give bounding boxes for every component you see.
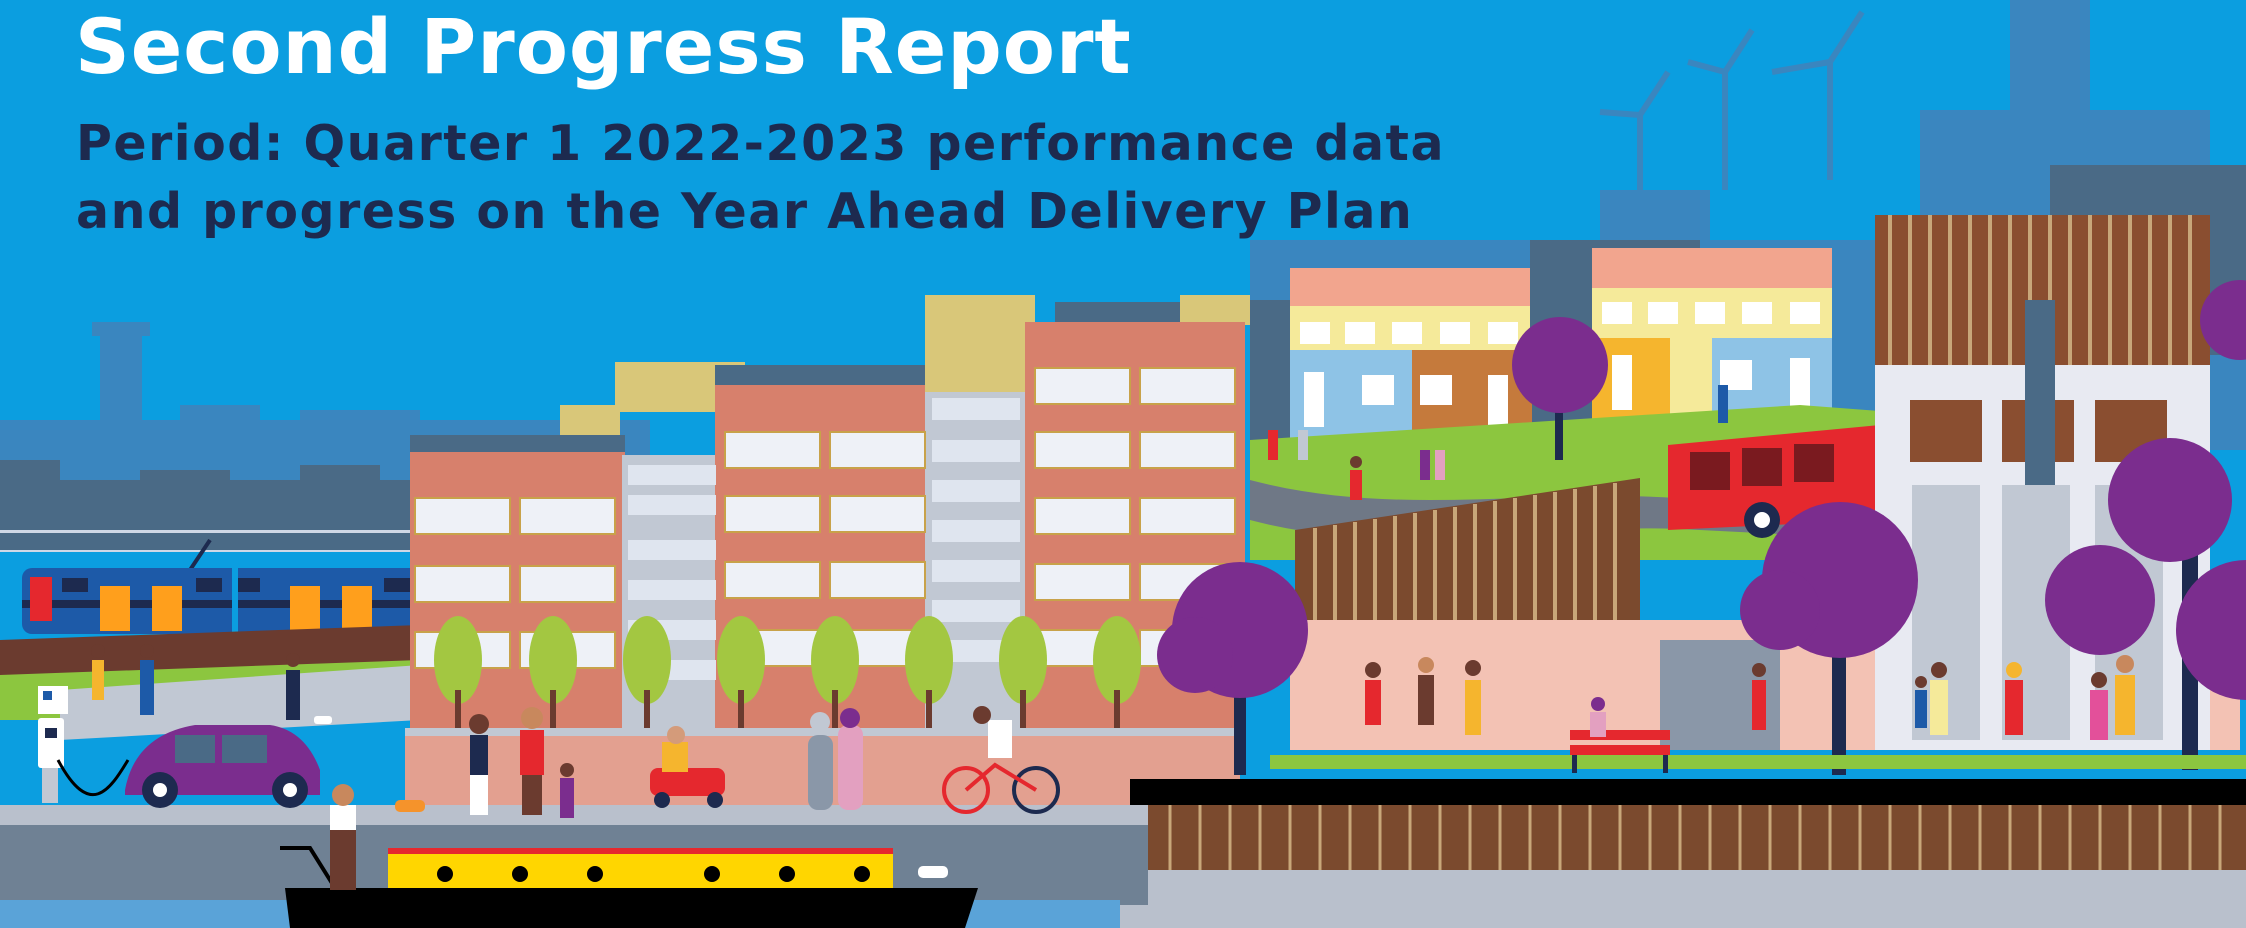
tram: [22, 538, 442, 634]
ground-left: [0, 625, 420, 740]
windmills: [1599, 10, 1865, 200]
quay-path: [1110, 870, 2246, 928]
subtitle-line-2: and progress on the Year Ahead Delivery …: [76, 183, 1414, 240]
narrowboat: [280, 846, 978, 928]
bench: [1570, 730, 1670, 773]
people: [91, 385, 2135, 890]
skyline-near-left: [0, 460, 420, 550]
report-period-subtitle: Period: Quarter 1 2022-2023 performance …: [76, 110, 1445, 246]
cyclist: [942, 706, 1060, 814]
purple-trees: [1157, 280, 2246, 775]
mobility-scooter: [650, 726, 725, 808]
railing: [405, 728, 1240, 736]
charging-point-icon: [38, 718, 130, 803]
street-trees: [434, 616, 1141, 730]
quay-wall: [1148, 805, 2246, 870]
tram-lines: [0, 530, 420, 552]
quay-edge: [1130, 779, 2246, 805]
promenade-lawn: [1270, 755, 2246, 769]
subtitle-line-1: Period: Quarter 1 2022-2023 performance …: [76, 115, 1446, 172]
report-title: Second Progress Report: [75, 2, 1132, 91]
terraced-houses-2: [1592, 248, 1832, 426]
glass-columns: [628, 398, 1020, 680]
quay-wall-slats: [1168, 805, 2222, 870]
dogs: [314, 716, 948, 878]
electric-car: [125, 725, 320, 808]
terraced-houses-1: [1290, 268, 1532, 440]
parking-sign-icon: [38, 686, 68, 714]
